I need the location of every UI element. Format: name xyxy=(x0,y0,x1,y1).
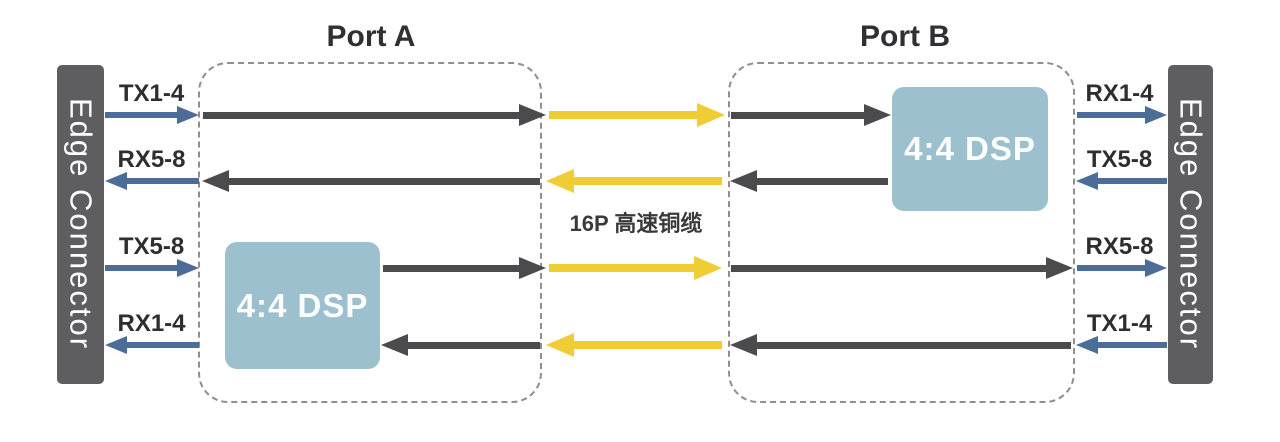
portb-lane1-arrow-head xyxy=(864,104,891,126)
right-tx5-8-arrow-shaft xyxy=(1098,178,1167,184)
cable-lane2-arrow-shaft xyxy=(574,177,722,185)
left-signal-label-rx5-8: RX5-8 xyxy=(117,146,186,173)
left-rx1-4-arrow-shaft xyxy=(127,342,199,348)
right-rx1-4-arrow-shaft xyxy=(1077,112,1145,118)
left-tx5-8-arrow-head xyxy=(177,259,199,277)
porta-lane2-arrow-head xyxy=(202,170,229,192)
right-rx5-8-arrow-shaft xyxy=(1077,265,1145,271)
cable-lane4-arrow-shaft xyxy=(574,341,722,349)
port-a-title: Port A xyxy=(326,20,416,53)
right-rx5-8-arrow-head xyxy=(1145,259,1167,277)
right-signal-label-rx1-4: RX1-4 xyxy=(1085,80,1154,107)
cable-lane2-arrow-head xyxy=(546,169,574,193)
left-rx5-8-arrow-head xyxy=(105,172,127,190)
portb-lane3-arrow-shaft xyxy=(731,264,1046,272)
port-a-box xyxy=(198,62,542,403)
left-signal-label-tx1-4: TX1-4 xyxy=(118,80,185,107)
right-tx1-4-arrow-head xyxy=(1076,336,1098,354)
porta-lane4-arrow-head xyxy=(381,334,408,356)
port-b-title: Port B xyxy=(860,20,950,53)
right-tx5-8-arrow-head xyxy=(1076,172,1098,190)
portb-lane1-arrow-shaft xyxy=(731,111,864,119)
porta-lane1-arrow-shaft xyxy=(203,111,519,119)
edge-connector-right-label: Edge Connector xyxy=(1173,98,1209,351)
left-signal-label-tx5-8: TX5-8 xyxy=(118,233,185,260)
dsp-b-box: 4:4 DSP xyxy=(892,87,1048,211)
cable-label: 16P 高速铜缆 xyxy=(569,211,703,236)
right-signal-label-tx1-4: TX1-4 xyxy=(1086,310,1153,337)
left-tx1-4-arrow-head xyxy=(177,106,199,124)
portb-lane2-arrow-head xyxy=(730,170,757,192)
edge-connector-right: Edge Connector xyxy=(1168,65,1213,384)
left-rx5-8-arrow-shaft xyxy=(127,178,199,184)
left-tx1-4-arrow-shaft xyxy=(105,112,177,118)
portb-lane2-arrow-shaft xyxy=(757,177,888,185)
portb-lane4-arrow-head xyxy=(730,334,757,356)
left-tx5-8-arrow-shaft xyxy=(105,265,177,271)
right-signal-label-tx5-8: TX5-8 xyxy=(1086,146,1153,173)
right-tx1-4-arrow-shaft xyxy=(1098,342,1167,348)
port-b-box xyxy=(728,62,1075,403)
dsp-b-label: 4:4 DSP xyxy=(904,130,1036,167)
left-rx1-4-arrow-head xyxy=(105,336,127,354)
dsp-a-box: 4:4 DSP xyxy=(225,242,380,369)
porta-lane2-arrow-shaft xyxy=(229,177,540,185)
dsp-a-label: 4:4 DSP xyxy=(236,286,369,324)
left-signal-label-rx1-4: RX1-4 xyxy=(117,310,186,337)
portb-lane3-arrow-head xyxy=(1046,257,1073,279)
cable-lane3-arrow-head xyxy=(694,256,722,280)
porta-lane3-arrow-shaft xyxy=(383,264,519,272)
edge-connector-left: Edge Connector xyxy=(57,65,104,384)
right-signal-label-rx5-8: RX5-8 xyxy=(1085,233,1154,260)
edge-connector-left-label: Edge Connector xyxy=(63,98,99,351)
right-rx1-4-arrow-head xyxy=(1145,106,1167,124)
cable-lane4-arrow-head xyxy=(546,333,574,357)
porta-lane3-arrow-head xyxy=(519,257,546,279)
cable-lane1-arrow-head xyxy=(697,103,725,127)
cable-lane3-arrow-shaft xyxy=(549,264,694,272)
porta-lane1-arrow-head xyxy=(519,104,546,126)
porta-lane4-arrow-shaft xyxy=(408,341,540,349)
cable-lane1-arrow-shaft xyxy=(549,111,697,119)
portb-lane4-arrow-shaft xyxy=(757,341,1071,349)
